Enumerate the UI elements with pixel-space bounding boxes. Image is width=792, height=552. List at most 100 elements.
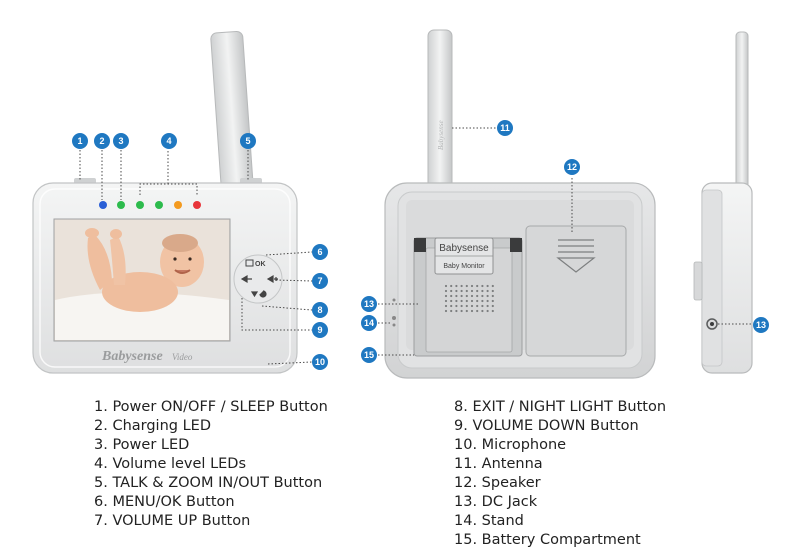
speaker-hole	[450, 299, 453, 303]
legend-left: 1. Power ON/OFF / SLEEP Button 2. Chargi…	[94, 398, 328, 531]
callout-number: 2	[99, 136, 104, 146]
callout-number: 1	[77, 136, 82, 146]
speaker-hole	[481, 304, 484, 308]
speaker-hole	[486, 304, 489, 308]
callout-badge-13: 13	[753, 317, 769, 333]
speaker-hole	[481, 294, 484, 298]
speaker-hole	[481, 299, 484, 303]
speaker-hole	[455, 299, 458, 303]
speaker-hole	[470, 299, 474, 303]
battery-compartment	[525, 225, 627, 357]
brand-logo: Babysense	[101, 349, 163, 364]
speaker-hole	[486, 299, 489, 303]
speaker-hole	[450, 294, 453, 298]
legend-right: 8. EXIT / NIGHT LIGHT Button 9. VOLUME D…	[454, 398, 666, 550]
callout-number: 13	[756, 320, 766, 330]
callout-badge-7: 7	[312, 273, 328, 289]
speaker-hole	[491, 299, 494, 303]
callout-number: 8	[317, 305, 322, 315]
legend-item: 11. Antenna	[454, 456, 543, 472]
speaker-hole	[460, 289, 463, 293]
sticker-sub: Baby Monitor	[443, 263, 485, 270]
callout-badge-circle	[564, 159, 580, 175]
control-pad	[233, 254, 283, 304]
speaker-hole	[455, 284, 458, 288]
speaker-hole	[455, 304, 458, 308]
speaker-hole	[465, 309, 468, 313]
speaker-hole	[455, 309, 458, 313]
callout-badge-circle	[161, 133, 177, 149]
speaker-hole	[460, 284, 463, 288]
charging-led	[99, 201, 107, 209]
speaker-hole	[491, 294, 494, 298]
callout-badge-circle	[312, 354, 328, 370]
front-view: Babysense Video OK	[32, 30, 313, 374]
callout-badge-4: 4	[161, 133, 177, 149]
speaker-hole	[444, 284, 448, 288]
speaker-hole	[465, 284, 468, 288]
front-antenna	[210, 30, 254, 194]
callout-badge-10: 10	[312, 354, 328, 370]
legend-item: 10. Microphone	[454, 437, 567, 453]
speaker-hole	[455, 289, 458, 293]
speaker-hole	[444, 304, 448, 308]
menu-ok-key: OK	[255, 261, 266, 268]
speaker-hole	[450, 304, 453, 308]
speaker-hole	[486, 284, 489, 288]
speaker-hole	[470, 304, 474, 308]
speaker-hole	[476, 304, 479, 308]
callout-badge-circle	[113, 133, 129, 149]
callout-badge-1: 1	[72, 133, 88, 149]
speaker-grille	[444, 284, 494, 313]
speaker-hole	[465, 299, 468, 303]
legend-item: 7. VOLUME UP Button	[94, 513, 251, 529]
callout-number: 12	[567, 162, 577, 172]
antenna-print: Babysense	[437, 120, 445, 150]
callout-number: 15	[364, 350, 374, 360]
speaker-hole	[481, 309, 484, 313]
speaker-hole	[465, 289, 468, 293]
speaker-hole	[470, 284, 474, 288]
legend-item: 3. Power LED	[94, 437, 190, 453]
legend-item: 8. EXIT / NIGHT LIGHT Button	[454, 399, 667, 415]
callout-badge-circle	[312, 302, 328, 318]
legend-item: 15. Battery Compartment	[454, 532, 641, 548]
callout-badge-circle	[753, 317, 769, 333]
baby-photo	[55, 220, 229, 340]
battery-latch	[556, 239, 596, 273]
speaker-hole	[476, 284, 479, 288]
speaker-hole	[491, 309, 494, 313]
callout-number: 6	[317, 247, 322, 257]
volume-led-2	[155, 201, 163, 209]
speaker-hole	[486, 289, 489, 293]
speaker-hole	[455, 294, 458, 298]
callout-badge-circle	[361, 315, 377, 331]
callout-badge-circle	[94, 133, 110, 149]
legend-item: 2. Charging LED	[94, 418, 211, 434]
callout-number: 11	[500, 123, 510, 133]
back-view: Babysense Babysense Baby Monitor	[378, 29, 656, 379]
volume-led-4	[193, 201, 201, 209]
speaker-hole	[476, 299, 479, 303]
callout-number: 7	[317, 276, 322, 286]
callout-badge-15: 15	[361, 347, 377, 363]
callout-number: 3	[118, 136, 123, 146]
legend-item: 1. Power ON/OFF / SLEEP Button	[94, 399, 328, 415]
speaker-hole	[476, 289, 479, 293]
callout-badge-circle	[240, 133, 256, 149]
callout-badge-2: 2	[94, 133, 110, 149]
legend-item: 4. Volume level LEDs	[94, 456, 247, 472]
speaker-hole	[491, 284, 494, 288]
callout-badge-circle	[312, 273, 328, 289]
speaker-hole	[460, 299, 463, 303]
legend-item: 13. DC Jack	[454, 494, 538, 510]
callout-number: 14	[364, 318, 374, 328]
speaker-hole	[470, 294, 474, 298]
callout-badge-circle	[497, 120, 513, 136]
speaker-hole	[465, 294, 468, 298]
volume-up-key-icon	[266, 274, 278, 284]
callout-number: 4	[166, 136, 171, 146]
callout-badge-5: 5	[240, 133, 256, 149]
callout-badge-12: 12	[564, 159, 580, 175]
